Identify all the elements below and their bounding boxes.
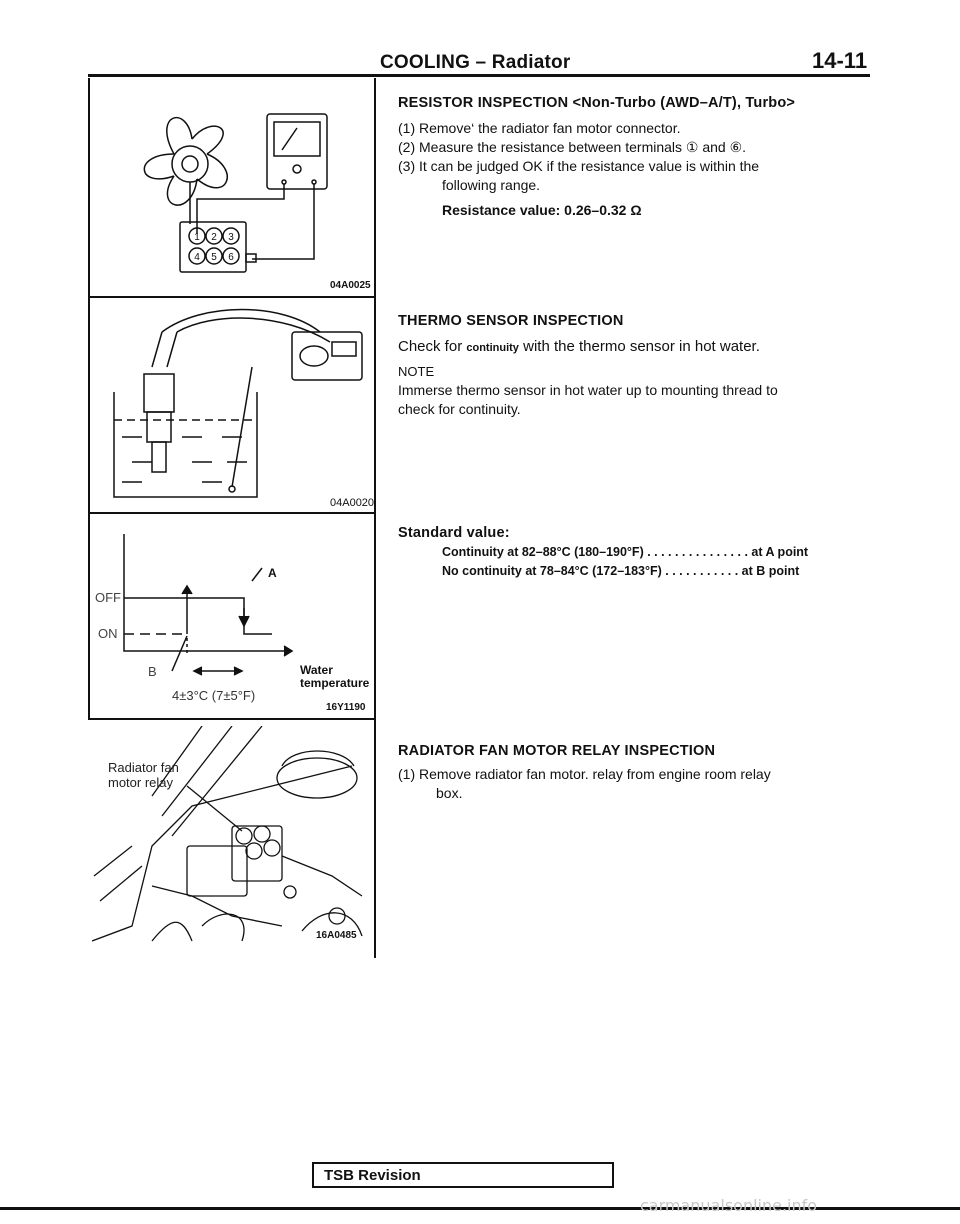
resistor-section: RESISTOR INSPECTION <Non-Turbo (AWD–A/T)… (398, 94, 868, 220)
relay-step-1b: box. (436, 785, 463, 801)
graph-axis-label-line2: temperature (300, 676, 370, 690)
thermo-title: THERMO SENSOR INSPECTION (398, 313, 624, 329)
note-line-1: Immerse thermo sensor in hot water up to… (398, 382, 778, 398)
footer-rule (0, 1207, 960, 1210)
spec-no-continuity: No continuity at 78–84°C (172–183°F) . .… (442, 564, 800, 578)
resistor-step-3b: following range. (442, 177, 541, 193)
terminal-4: 4 (194, 252, 200, 263)
thermo-sensor-figure (92, 302, 372, 507)
tsb-revision-box: TSB Revision (312, 1162, 614, 1188)
figure-code-fan: 04A0025 (330, 280, 371, 291)
thermo-check-word: continuity (466, 342, 519, 354)
relay-label-line1: Radiator fan (108, 760, 179, 775)
relay-figure-label: Radiator fan motor relay (108, 760, 179, 790)
continuity-graph (92, 516, 372, 716)
resistor-step-3a: (3) It can be judged OK if the resistanc… (398, 158, 760, 174)
watermark: carmanualsonline.info (640, 1196, 818, 1215)
terminal-1: 1 (194, 232, 200, 243)
graph-axis-label-line1: Water (300, 663, 333, 677)
graph-label-a: A (268, 566, 277, 580)
thermo-check-suffix: with the thermo sensor in hot water. (523, 338, 760, 355)
note-line-2: check for continuity. (398, 401, 521, 417)
fan-motor-figure: 1 2 3 4 5 6 (92, 84, 372, 294)
header-rule (88, 74, 870, 77)
figure-code-graph: 16Y1190 (326, 702, 366, 713)
figure-divider-3 (88, 718, 375, 720)
section-title: COOLING – Radiator (380, 52, 571, 73)
figure-column-divider (374, 78, 376, 958)
figure-left-border (88, 78, 90, 718)
relay-label-line2: motor relay (108, 775, 174, 790)
graph-label-b: B (148, 664, 157, 679)
resistor-step-2: (2) Measure the resistance between termi… (398, 139, 747, 155)
figure-divider-1 (88, 296, 375, 298)
page-number: 14-11 (812, 48, 868, 73)
figure-code-thermo: 04A0020 (330, 497, 375, 509)
standard-value-label: Standard value: (398, 525, 510, 541)
resistance-value: Resistance value: 0.26–0.32 Ω (442, 202, 642, 218)
terminal-2: 2 (211, 232, 217, 243)
terminal-3: 3 (228, 232, 234, 243)
thermo-check: Check for continuity with the thermo sen… (398, 337, 868, 358)
relay-section: RADIATOR FAN MOTOR RELAY INSPECTION (1) … (398, 742, 868, 803)
graph-hysteresis: 4±3°C (7±5°F) (172, 688, 256, 703)
thermo-check-prefix: Check for (398, 338, 463, 355)
figure-divider-2 (88, 512, 375, 514)
relay-title: RADIATOR FAN MOTOR RELAY INSPECTION (398, 743, 716, 759)
graph-label-on: ON (98, 626, 118, 641)
graph-axis-label: Water temperature (300, 664, 369, 690)
spec-continuity: Continuity at 82–88°C (180–190°F) . . . … (442, 545, 809, 559)
figure-code-relay: 16A0485 (316, 930, 357, 941)
thermo-section: THERMO SENSOR INSPECTION Check for conti… (398, 312, 868, 419)
standard-value-section: Standard value: Continuity at 82–88°C (1… (398, 524, 868, 581)
graph-label-off: OFF (95, 590, 121, 605)
relay-step-1a: (1) Remove radiator fan motor. relay fro… (398, 766, 771, 782)
relay-location-figure (91, 725, 372, 946)
terminal-6: 6 (228, 252, 234, 263)
terminal-5: 5 (211, 252, 217, 263)
resistor-step-1: (1) Remove‘ the radiator fan motor conne… (398, 120, 681, 136)
note-label: NOTE (398, 364, 435, 379)
resistor-title: RESISTOR INSPECTION <Non-Turbo (AWD–A/T)… (398, 95, 796, 111)
